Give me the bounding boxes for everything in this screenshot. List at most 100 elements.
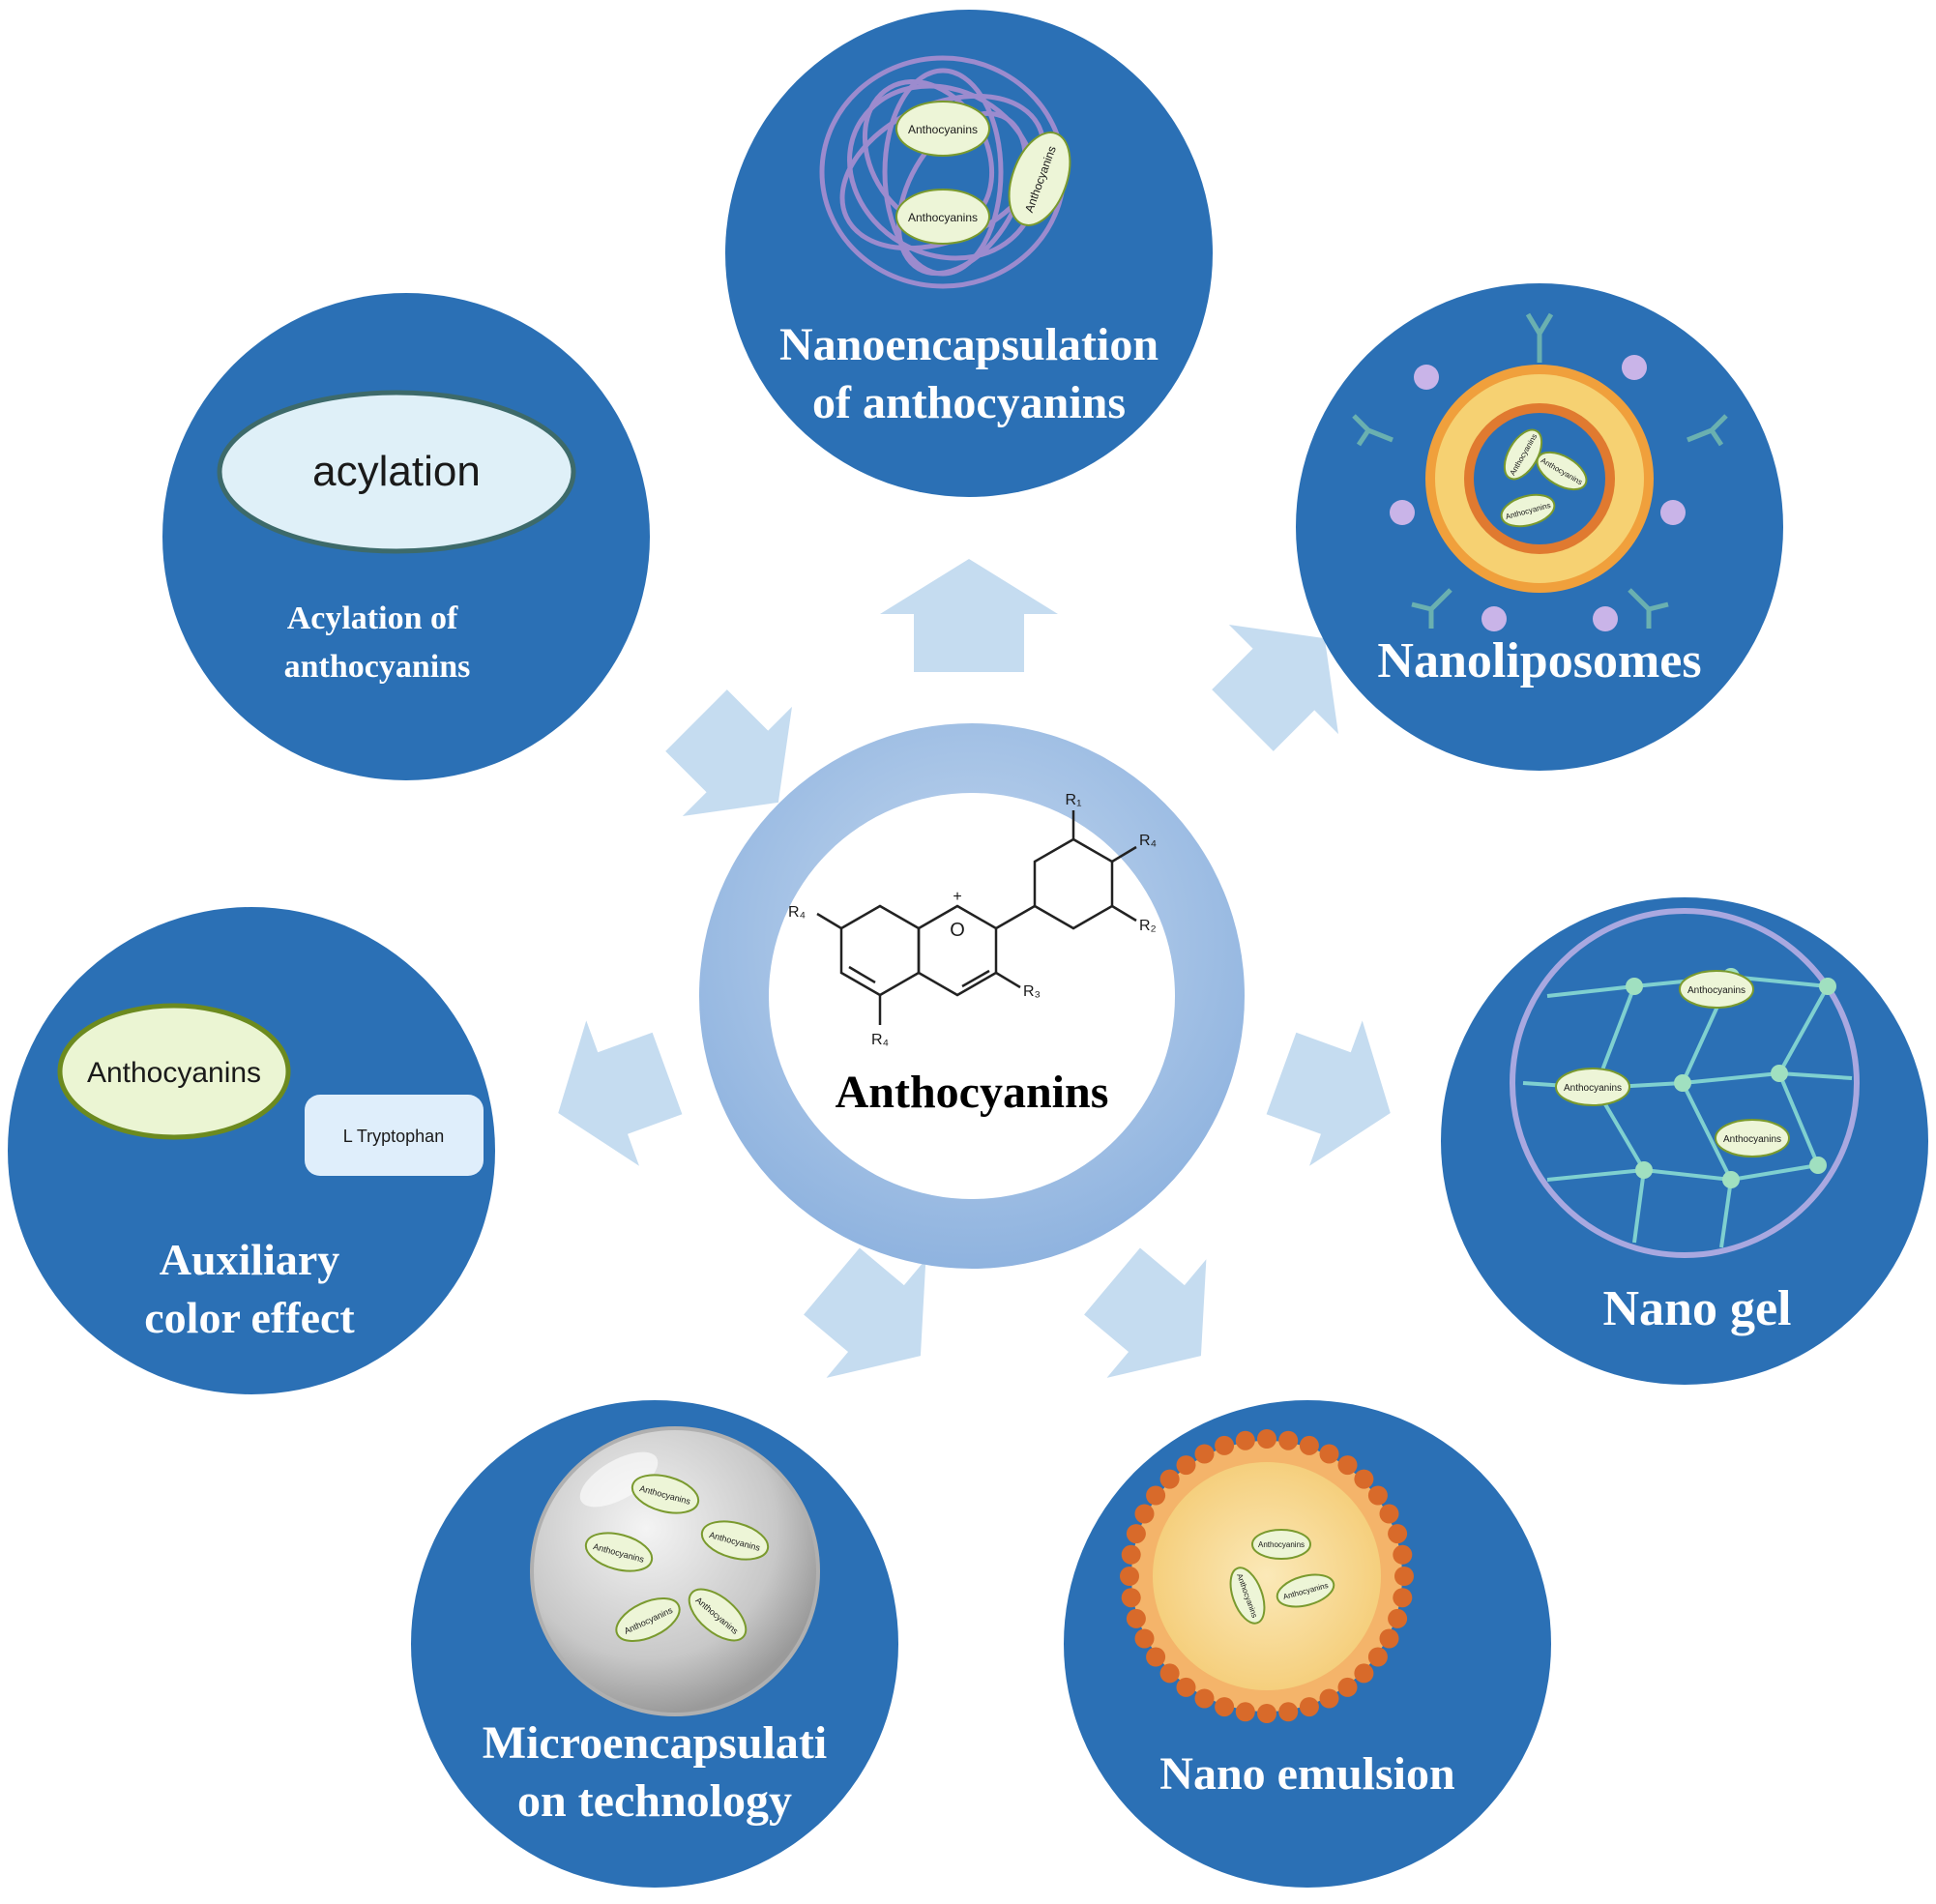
node-subtitle: anthocyanins — [284, 649, 471, 685]
surfactant-head — [1367, 1647, 1388, 1667]
node-subtitle: on technology — [517, 1775, 792, 1827]
center-node: O + R₁ R₄ R₂ R₃ R₄ R₄ Anthocyanins — [699, 723, 1245, 1269]
capsule-label: Anthocyanins — [1687, 985, 1745, 996]
surfactant-head — [1388, 1524, 1408, 1544]
structure-charge: + — [953, 889, 961, 905]
surfactant-head — [1134, 1504, 1155, 1524]
surfactant-head — [1215, 1435, 1235, 1455]
capsule-icon: Anthocyanins — [895, 101, 990, 157]
node-title: Nanoliposomes — [1377, 633, 1701, 688]
capsule-icon: Anthocyanins — [1251, 1529, 1311, 1560]
surfactant-head — [1134, 1628, 1155, 1649]
capsule-icon: Anthocyanins — [1715, 1119, 1790, 1157]
structure-r3: R₃ — [1023, 983, 1041, 1000]
surfactant-head — [1278, 1430, 1299, 1450]
surfactant-head — [1354, 1469, 1374, 1489]
surfactant-head — [1215, 1697, 1235, 1717]
surfactant-head — [1257, 1429, 1276, 1449]
surfactant-head — [1278, 1702, 1299, 1722]
surfactant-head — [1120, 1567, 1139, 1586]
surfactant-head — [1257, 1704, 1276, 1723]
node-title: Nano emulsion — [1159, 1748, 1454, 1800]
anthocyanin-structure — [816, 810, 1137, 1025]
surfactant-head — [1299, 1435, 1319, 1455]
capsule-icon: Anthocyanins — [631, 1474, 700, 1514]
arrow-up — [880, 559, 1058, 672]
surfactant-head — [1121, 1544, 1141, 1565]
capsule-label: Anthocyanins — [1564, 1083, 1622, 1094]
capsule-label: Anthocyanins — [908, 123, 978, 136]
surfactant-head — [1176, 1455, 1196, 1476]
acylation-oval-icon: acylation — [217, 390, 576, 554]
structure-oxygen: O — [950, 920, 965, 941]
surfactant-head — [1379, 1628, 1399, 1649]
capsule-label: Anthocyanins — [87, 1057, 261, 1089]
node-nanoencapsulation: Anthocyanins Anthocyanins Anthocyanins N… — [725, 10, 1213, 497]
capsule-icon: Anthocyanins — [1008, 132, 1071, 226]
capsule-icon: Anthocyanins — [57, 1003, 291, 1140]
capsule-icon: Anthocyanins — [1679, 970, 1754, 1009]
node-microencapsulation: Anthocyanins Anthocyanins Anthocyanins A… — [411, 1400, 898, 1888]
node-circle — [725, 10, 1213, 497]
node-title: Nano gel — [1603, 1281, 1792, 1336]
node-nanoemulsion: Anthocyanins Anthocyanins Anthocyanins N… — [1064, 1400, 1551, 1888]
structure-r4-bottom: R₄ — [871, 1032, 889, 1048]
surfactant-head — [1394, 1567, 1414, 1586]
node-title: Microencapsulati — [483, 1717, 827, 1769]
capsule-label: Anthocyanins — [1258, 1540, 1305, 1549]
capsule-icon: Anthocyanins — [584, 1532, 654, 1572]
node-title: Nanoencapsulation — [779, 319, 1159, 370]
surfactant-head — [1367, 1485, 1388, 1506]
node-title: Acylation of — [287, 600, 458, 636]
surfactant-head — [1388, 1608, 1408, 1628]
surfactant-head — [1235, 1430, 1255, 1450]
capsule-icon: Anthocyanins — [615, 1596, 681, 1643]
node-subtitle: color effect — [144, 1293, 355, 1342]
node-title: Auxiliary — [160, 1235, 340, 1284]
arrow-right — [1266, 1020, 1391, 1166]
center-title: Anthocyanins — [836, 1067, 1109, 1118]
capsule-label: Anthocyanins — [908, 211, 978, 224]
surfactant-head — [1354, 1663, 1374, 1684]
center-inner-disc — [769, 793, 1175, 1199]
surfactant-head — [1337, 1677, 1358, 1697]
arrow-left — [558, 1020, 683, 1166]
surfactant-head — [1126, 1524, 1146, 1544]
emulsion-droplet-icon — [1120, 1429, 1414, 1723]
capsule-icon: Anthocyanins — [1229, 1567, 1266, 1625]
node-circle — [1441, 897, 1928, 1385]
node-nanogel: Anthocyanins Anthocyanins Anthocyanins N… — [1441, 897, 1928, 1385]
surfactant-head — [1159, 1663, 1180, 1684]
structure-r4-left: R₄ — [788, 904, 806, 921]
surfactant-head — [1393, 1544, 1413, 1565]
tryptophan-box-icon: L Tryptophan — [305, 1095, 484, 1176]
surfactant-head — [1159, 1469, 1180, 1489]
capsule-icon: Anthocyanins — [700, 1520, 770, 1561]
arrow-lower-right — [1084, 1247, 1207, 1378]
structure-r1: R₁ — [1066, 792, 1082, 808]
capsule-icon: Anthocyanins — [1500, 493, 1556, 528]
capsule-icon: Anthocyanins — [895, 189, 990, 245]
surfactant-head — [1319, 1444, 1339, 1464]
surfactant-head — [1146, 1647, 1166, 1667]
microcapsule-bubble-icon — [530, 1426, 820, 1716]
surfactant-head — [1393, 1588, 1413, 1608]
surfactant-head — [1319, 1688, 1339, 1709]
surfactant-head — [1146, 1485, 1166, 1506]
surfactant-head — [1121, 1588, 1141, 1608]
capsule-icon: Anthocyanins — [1276, 1573, 1335, 1608]
node-auxiliary-color-effect: Anthocyanins L Tryptophan Auxiliary colo… — [8, 907, 495, 1394]
oval-label: acylation — [312, 448, 481, 495]
structure-r2: R₂ — [1139, 918, 1157, 934]
structure-r4-top: R₄ — [1139, 833, 1157, 849]
surfactant-head — [1299, 1697, 1319, 1717]
surfactant-head — [1235, 1702, 1255, 1722]
surfactant-head — [1194, 1688, 1215, 1709]
surfactant-head — [1126, 1608, 1146, 1628]
capsule-label: Anthocyanins — [1723, 1134, 1781, 1145]
surfactant-head — [1337, 1455, 1358, 1476]
node-acylation: acylation Acylation of anthocyanins — [162, 293, 650, 780]
capsule-icon: Anthocyanins — [1555, 1068, 1630, 1106]
surfactant-head — [1379, 1504, 1399, 1524]
node-nanoliposomes: Anthocyanins Anthocyanins Anthocyanins N… — [1296, 283, 1783, 771]
